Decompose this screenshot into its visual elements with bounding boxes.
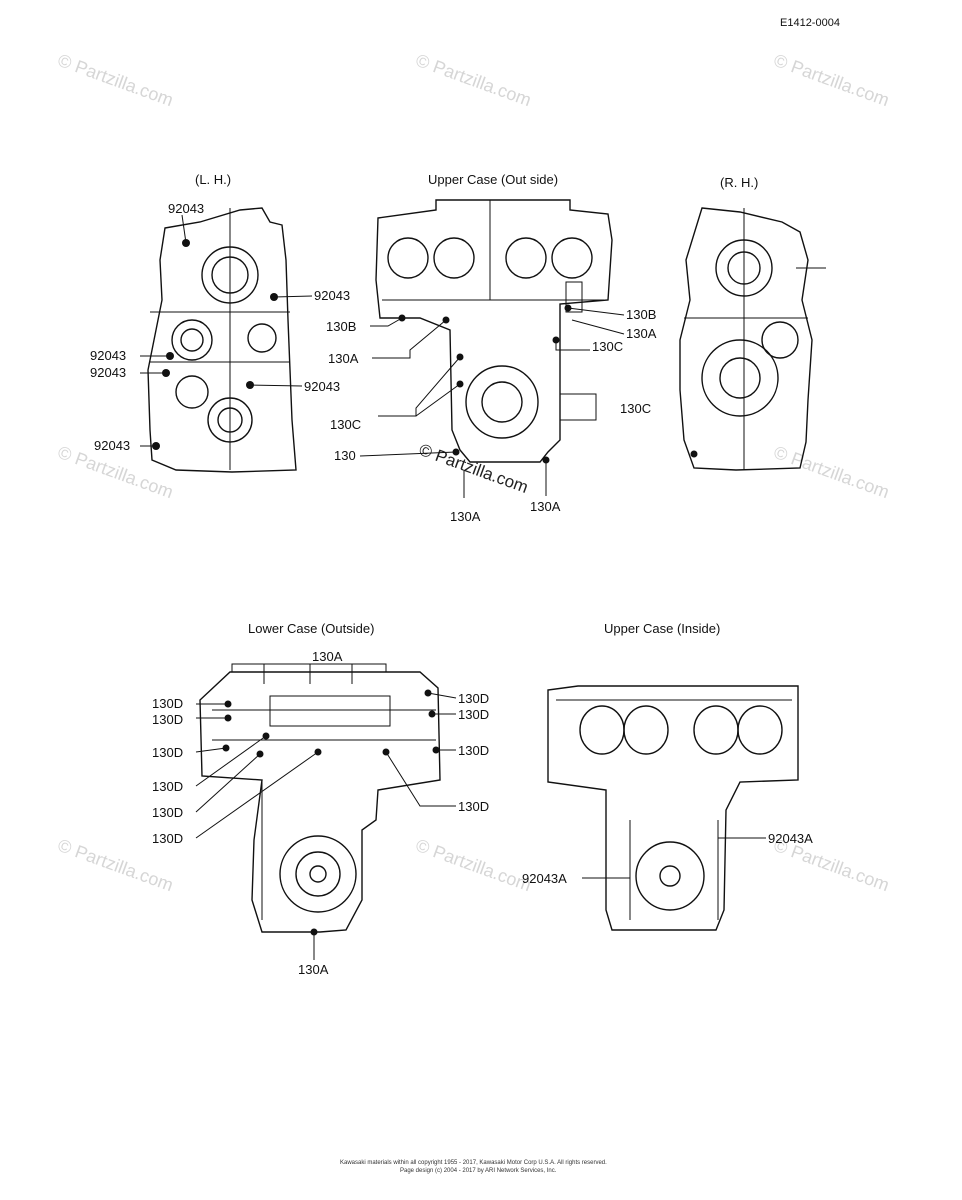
callout-lh-6: 92043 [94, 438, 131, 453]
callout-upper-out-130a-bottom: 130A [450, 509, 481, 524]
callout-lh-2: 92043 [314, 288, 351, 303]
callout-lower-out-130d-9: 130D [458, 743, 490, 758]
callout-lh-1: 92043 [168, 201, 205, 216]
callout-lower-out-130d-2: 130D [152, 712, 184, 727]
upper-outside-leader-lines [359, 307, 625, 498]
callout-upper-out-130c-right: 130C [620, 401, 652, 416]
callout-upper-out-130a-lower-right: 130A [530, 499, 561, 514]
upper-inside-outline [547, 685, 799, 931]
callout-lower-out-130d-3: 130D [152, 745, 184, 760]
callout-lh-5: 92043 [304, 379, 341, 394]
callout-lower-out-130d-1: 130D [152, 696, 184, 711]
view-title-lh: (L. H.) [195, 172, 232, 187]
page-design-line: Page design (c) 2004 - 2017 by ARI Netwo… [400, 1168, 557, 1174]
view-title-rh: (R. H.) [720, 175, 759, 190]
callout-upper-out-130: 130 [334, 448, 356, 463]
view-title-upper-inside: Upper Case (Inside) [604, 621, 721, 636]
callout-upper-out-130a-right: 130A [626, 326, 657, 341]
callout-lower-out-130a-bottom: 130A [298, 962, 329, 977]
callout-upper-out-130a-left: 130A [328, 351, 359, 366]
callout-upper-out-130b-right: 130B [626, 307, 657, 322]
view-title-upper-outside: Upper Case (Out side) [428, 172, 559, 187]
callout-lower-out-130d-10: 130D [458, 799, 490, 814]
upper-outside-fasteners [398, 304, 572, 464]
lh-leader-lines [140, 214, 313, 447]
view-title-lower-outside: Lower Case (Outside) [248, 621, 375, 636]
callout-lower-out-130d-8: 130D [458, 707, 490, 722]
callout-upper-out-130c-left: 130C [330, 417, 362, 432]
upper-outside-outline [375, 199, 613, 463]
copyright-line: Kawasaki materials within all copyright … [340, 1160, 607, 1166]
diagram-code: E1412-0004 [780, 17, 840, 29]
callout-upper-out-130b-left: 130B [326, 319, 357, 334]
callout-upper-in-92043a-left: 92043A [522, 871, 567, 886]
lh-fasteners [152, 239, 278, 450]
callout-lower-out-130d-5: 130D [152, 805, 184, 820]
callout-upper-out-130c-mid: 130C [592, 339, 624, 354]
callout-lower-out-130a-top: 130A [312, 649, 343, 664]
callout-lh-3: 92043 [90, 348, 127, 363]
upper-inside-leader-lines [582, 837, 766, 879]
rh-crankcase-outline [679, 207, 826, 471]
callout-lower-out-130d-4: 130D [152, 779, 184, 794]
callout-lower-out-130d-7: 130D [458, 691, 490, 706]
lh-crankcase-outline [147, 207, 297, 473]
callout-lh-4: 92043 [90, 365, 127, 380]
callout-lower-out-130d-6: 130D [152, 831, 184, 846]
lower-outside-leader-lines [195, 663, 457, 960]
callout-upper-in-92043a-right: 92043A [768, 831, 813, 846]
lower-outside-outline [199, 671, 441, 933]
